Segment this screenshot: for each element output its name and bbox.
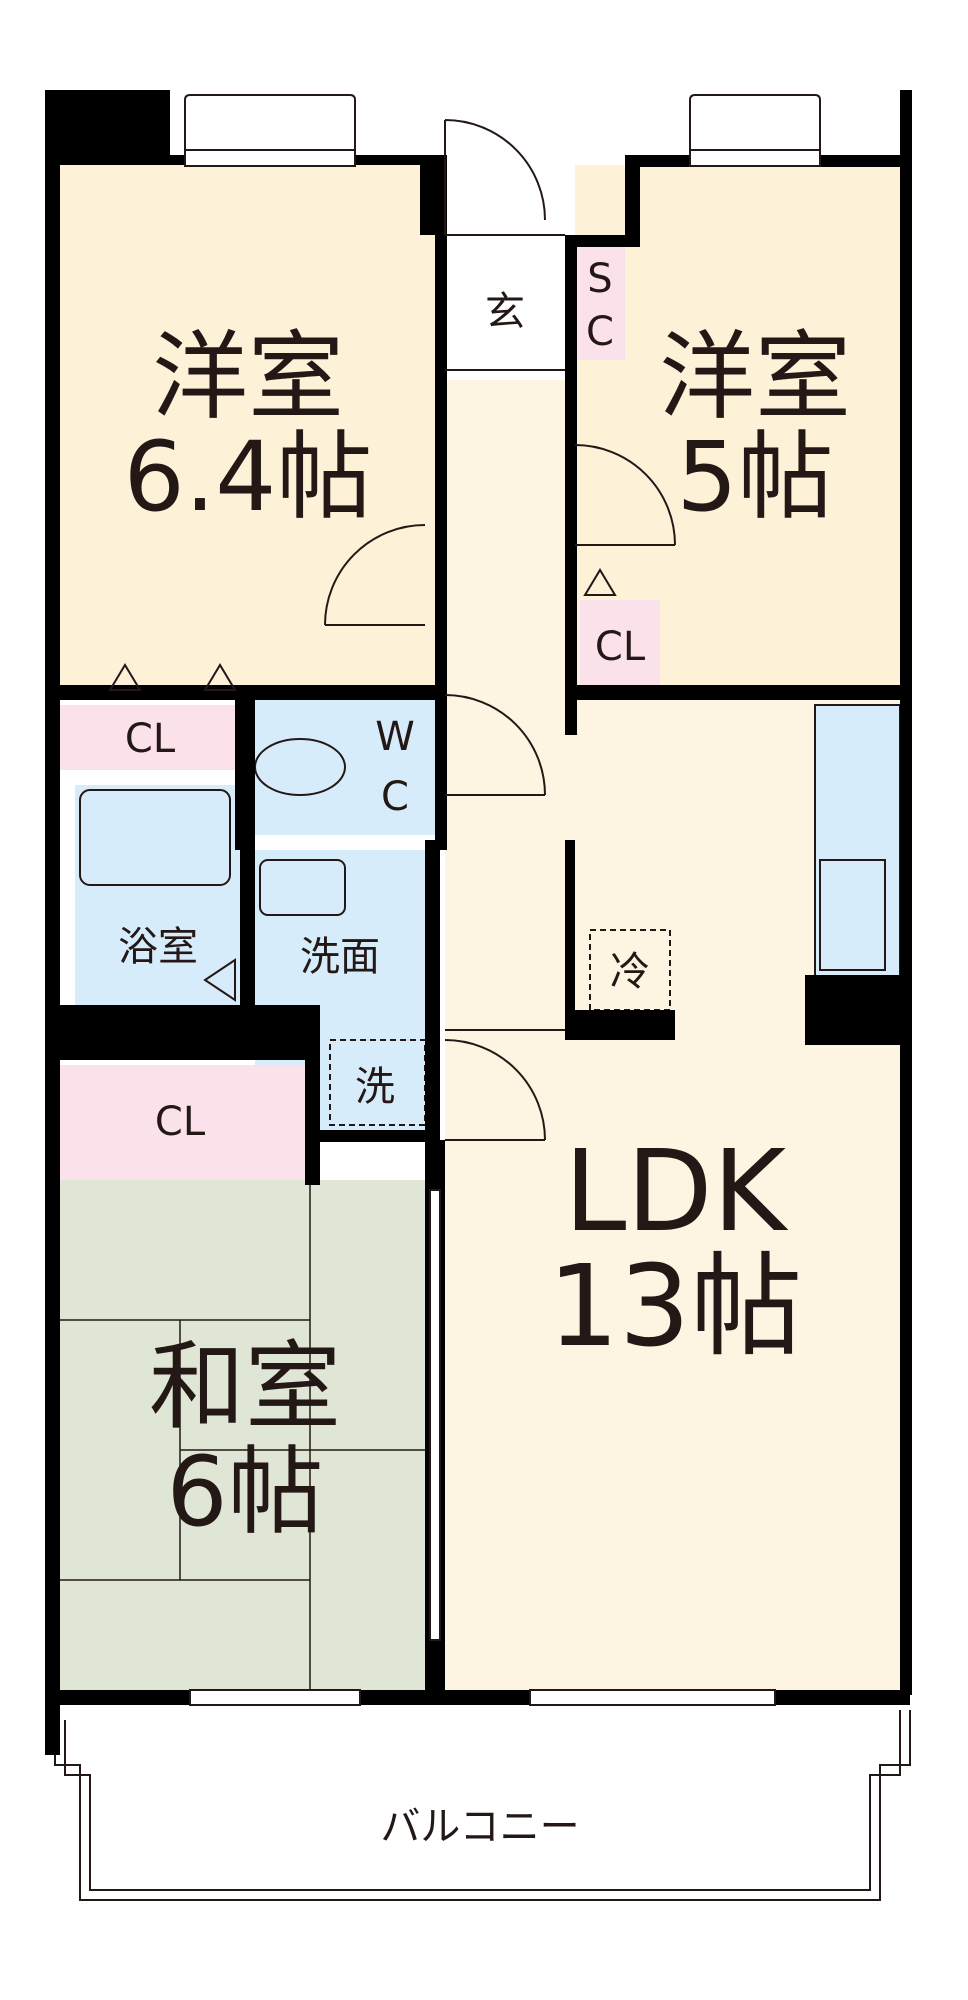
ldk-name: LDK: [564, 1127, 789, 1257]
wash-basin: [259, 859, 346, 916]
bathtub: [79, 789, 231, 886]
western-room-2-name: 洋室: [659, 321, 851, 433]
shoe-closet-label-1: S: [587, 256, 612, 302]
western-room-1-size: 6.4帖: [124, 421, 373, 533]
wc-label-2: C: [381, 774, 409, 820]
entrance-name: 玄: [485, 289, 525, 335]
doors: [108, 119, 676, 1141]
western-room-1-floor: [55, 165, 435, 690]
closet-1-floor: [60, 705, 240, 770]
washer-space: [329, 1039, 426, 1126]
sink: [819, 859, 886, 971]
closet-1-label: CL: [125, 716, 176, 762]
western-room-2-size: 5帖: [676, 421, 833, 533]
windows: [184, 94, 821, 1706]
japanese-room-floor: [55, 1180, 435, 1695]
ldk-size: 13帖: [548, 1242, 803, 1372]
balcony-outline: [54, 1710, 911, 1901]
washer-name: 洗: [355, 1064, 395, 1110]
shoe-closet-floor: [575, 245, 625, 360]
balcony-name: バルコニー: [380, 1804, 579, 1850]
shoe-closet-label-2: C: [586, 309, 614, 355]
japanese-room-size: 6帖: [166, 1436, 323, 1548]
toilet: [254, 738, 346, 796]
fridge-name: 冷: [610, 949, 650, 995]
western-room-1-name: 洋室: [152, 321, 344, 433]
closet-2-label: CL: [155, 1099, 206, 1145]
entrance-floor: [445, 235, 565, 375]
closet-3-label: CL: [595, 624, 646, 670]
wc-label-1: W: [375, 714, 415, 760]
tatami-lines: [55, 1180, 435, 1695]
closet-2-floor: [60, 1065, 305, 1180]
closet-3-floor: [580, 600, 660, 685]
japanese-room-name: 和室: [149, 1331, 341, 1443]
washroom-name: 洗面: [300, 934, 380, 980]
bath-name: 浴室: [118, 924, 198, 970]
